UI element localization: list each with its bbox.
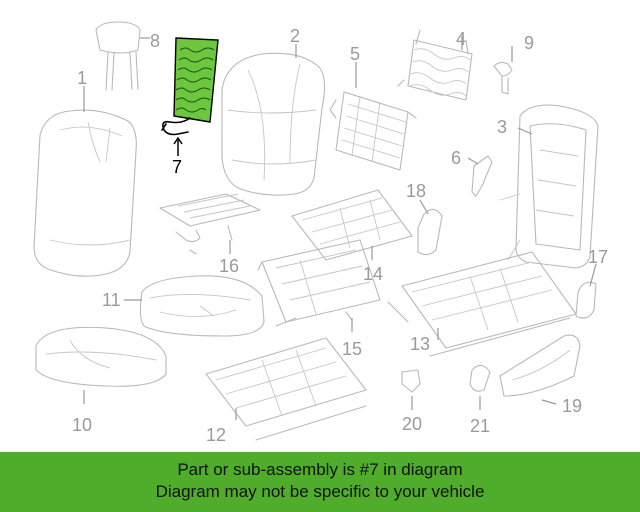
banner-line-1: Part or sub-assembly is #7 in diagram (177, 460, 463, 479)
seat-cushion-heater (159, 193, 261, 255)
callout-20: 20 (402, 414, 422, 434)
cushion-wire-mat (291, 189, 413, 261)
callout-3: 3 (497, 117, 507, 137)
seat-back-frame (499, 104, 599, 269)
side-shield-trim (417, 208, 443, 256)
leader-6 (467, 157, 479, 165)
seat-back-springs (397, 29, 473, 101)
knob-part (493, 61, 513, 95)
leader-18 (419, 199, 429, 215)
callout-17: 17 (588, 247, 608, 267)
seat-cushion-frame (257, 239, 381, 323)
seat-back-pad (221, 52, 326, 196)
callout-19: 19 (562, 396, 582, 416)
callout-1: 1 (77, 68, 87, 88)
leader-7-arrow (173, 136, 183, 145)
seat-cushion-cover (35, 326, 167, 387)
callout-16: 16 (219, 256, 239, 276)
clip-bracket (401, 369, 421, 393)
seat-track-assembly (387, 251, 577, 357)
info-banner: Part or sub-assembly is #7 in diagram Di… (0, 452, 640, 512)
headrest (95, 21, 141, 91)
callout-12: 12 (206, 425, 226, 445)
callout-14: 14 (363, 264, 383, 284)
seat-cushion-pad (139, 275, 265, 337)
callout-6: 6 (451, 148, 461, 168)
outer-side-shield (499, 334, 581, 397)
leader-17 (589, 263, 597, 287)
callout-2: 2 (290, 26, 300, 46)
callout-18: 18 (406, 181, 426, 201)
lumbar-support (329, 91, 417, 171)
callout-15: 15 (342, 339, 362, 359)
seat-parts-diagram: 8 1 7 2 5 4 9 (33, 21, 608, 445)
callout-8: 8 (150, 31, 160, 51)
callout-7: 7 (172, 157, 182, 177)
callout-13: 13 (410, 334, 430, 354)
seat-adjuster (205, 317, 367, 441)
adjuster-knob (469, 364, 491, 392)
callout-9: 9 (524, 33, 534, 53)
seat-back-cover (33, 109, 137, 277)
recliner-bracket (471, 155, 493, 197)
callout-4: 4 (456, 29, 466, 49)
leader-19 (541, 399, 557, 405)
callout-10: 10 (72, 415, 92, 435)
callout-11: 11 (102, 290, 121, 310)
banner-line-2: Diagram may not be specific to your vehi… (155, 482, 485, 501)
callout-5: 5 (350, 44, 360, 64)
seat-heater-element (161, 37, 219, 136)
recliner-cover (575, 281, 597, 319)
callout-21: 21 (470, 416, 490, 436)
leader-3 (517, 127, 533, 135)
